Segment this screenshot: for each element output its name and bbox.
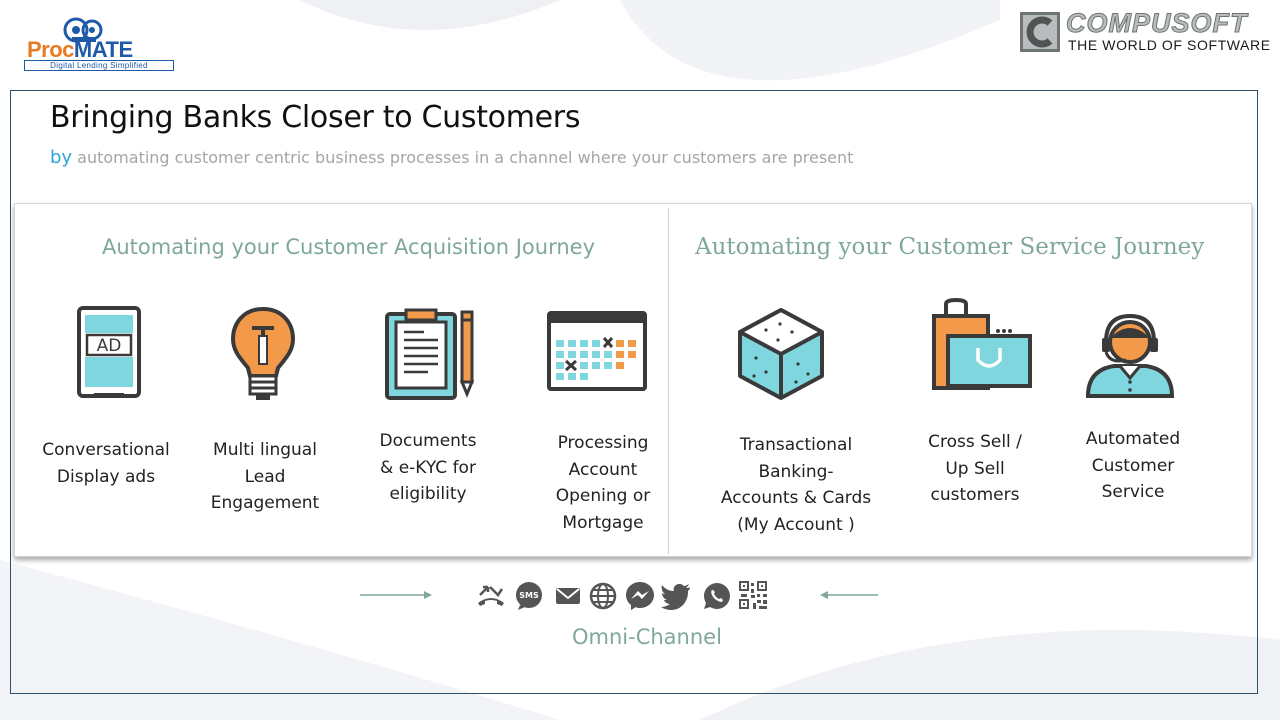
procmate-name: ProcMATE (27, 37, 133, 62)
omni-channel-label: Omni-Channel (572, 625, 722, 649)
arrow-left-icon (820, 591, 878, 599)
calendar-icon (547, 311, 647, 391)
compusoft-logo: COMPUSOFT THE WORLD OF SOFTWARE (1018, 8, 1280, 56)
twitter-icon (661, 583, 690, 610)
subtitle-by: by (50, 147, 73, 168)
clipboard-pencil-icon (385, 308, 475, 400)
shopping-bags-icon (932, 298, 1032, 390)
arrow-right-icon (360, 591, 432, 599)
page-subtitle: by automating customer centric business … (50, 147, 853, 168)
label-transactional-banking: Transactional Banking- Accounts & Cards … (720, 435, 872, 535)
page-title: Bringing Banks Closer to Customers (50, 100, 581, 135)
missed-call-icon (478, 585, 504, 606)
label-multilingual-lead: Multi lingual Lead Engagement (210, 440, 320, 513)
messenger-icon (626, 582, 654, 610)
ad-board-icon: AD (77, 306, 141, 398)
compusoft-tagline: THE WORLD OF SOFTWARE (1068, 37, 1271, 53)
procmate-logo: ProcMATE Digital Lending Simplified (8, 5, 200, 83)
compusoft-name: COMPUSOFT (1066, 8, 1248, 39)
service-title: Automating your Customer Service Journey (695, 234, 1205, 260)
label-cross-sell: Cross Sell / Up Sell customers (928, 432, 1022, 505)
procmate-gear-icon (63, 17, 103, 43)
panel-divider (668, 208, 669, 554)
web-icon (589, 582, 617, 610)
whatsapp-icon (704, 583, 730, 609)
sms-icon: SMS (516, 582, 542, 610)
qr-code-icon (739, 581, 767, 609)
slide-frame (10, 90, 1258, 694)
label-processing-account: Processing Account Opening or Mortgage (555, 433, 651, 533)
svg-text:SMS: SMS (519, 591, 539, 600)
procmate-tagline: Digital Lending Simplified (24, 60, 174, 71)
subtitle-text: automating customer centric business pro… (72, 148, 854, 167)
cube-icon (738, 308, 824, 400)
svg-text:AD: AD (97, 336, 122, 356)
email-icon (556, 588, 580, 604)
label-conversational-display-ads: Conversational Display ads (42, 440, 170, 487)
label-documents-ekyc: Documents & e-KYC for eligibility (379, 431, 477, 504)
acquisition-title: Automating your Customer Acquisition Jou… (102, 235, 596, 259)
support-agent-icon (1085, 313, 1175, 398)
lightbulb-icon (230, 306, 296, 400)
channel-icons: SMS (474, 578, 770, 614)
compusoft-c-icon (1020, 12, 1060, 52)
label-automated-customer-service: Automated Customer Service (1085, 429, 1181, 502)
